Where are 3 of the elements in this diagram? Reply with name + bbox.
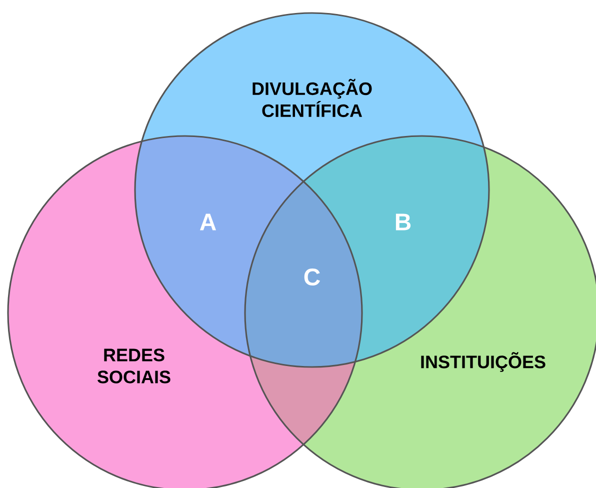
region-letter: B xyxy=(396,214,411,230)
region-letter: A xyxy=(200,214,216,230)
region-letter: C xyxy=(304,268,320,286)
